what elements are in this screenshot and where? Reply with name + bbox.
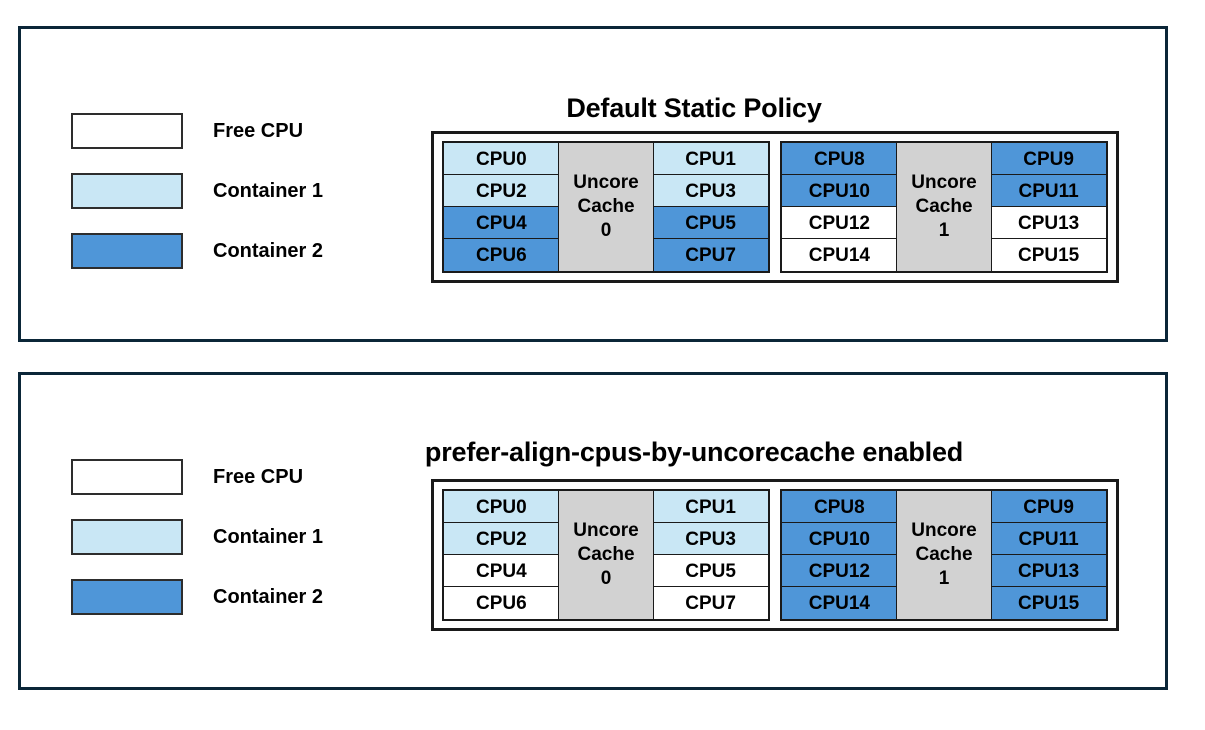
cpu-cell: CPU12 [781,206,898,240]
cpu-cell: CPU3 [652,522,769,556]
legend-label-container-1: Container 1 [213,179,324,202]
legend-label-container-2: Container 2 [213,239,324,262]
legend-swatch-free-cpu [71,459,183,495]
legend-item-container-2: Container 2 [71,231,323,271]
uncore-cache-block: Uncore Cache 0 [558,142,654,272]
cpu-cell: CPU0 [443,490,560,524]
cache-name: Uncore [573,519,639,541]
legend-top: Free CPU Container 1 Container 2 [71,111,323,291]
cpu-cell: CPU11 [990,522,1107,556]
cpu-cell: CPU15 [990,238,1107,272]
cpu-cell: CPU4 [443,206,560,240]
cpu-cell: CPU6 [443,238,560,272]
cpu-cell: CPU1 [652,142,769,176]
legend-item-container-1: Container 1 [71,517,323,557]
cpu-column-right: CPU9 CPU11 CPU13 CPU15 [990,490,1107,620]
cpu-column-right: CPU9 CPU11 CPU13 CPU15 [990,142,1107,272]
legend-swatch-container-2 [71,233,183,269]
panel-default-static-policy: Default Static Policy Free CPU Container… [18,26,1168,342]
cpu-topology-diagram: CPU0 CPU2 CPU4 CPU6 Uncore Cache 0 CPU1 … [431,479,1119,631]
uncore-cache-group-1: CPU8 CPU10 CPU12 CPU14 Uncore Cache 1 CP… [780,489,1108,621]
cpu-cell: CPU9 [990,490,1107,524]
cpu-cell: CPU9 [990,142,1107,176]
uncore-cache-block: Uncore Cache 1 [896,490,992,620]
cpu-cell: CPU13 [990,206,1107,240]
cache-index: 1 [938,568,950,590]
cpu-cell: CPU8 [781,490,898,524]
uncore-cache-group-1: CPU8 CPU10 CPU12 CPU14 Uncore Cache 1 CP… [780,141,1108,273]
cpu-topology-diagram: CPU0 CPU2 CPU4 CPU6 Uncore Cache 0 CPU1 … [431,131,1119,283]
uncore-cache-block: Uncore Cache 0 [558,490,654,620]
cpu-column-left: CPU8 CPU10 CPU12 CPU14 [781,142,898,272]
cache-index: 0 [600,568,612,590]
cpu-column-left: CPU0 CPU2 CPU4 CPU6 [443,490,560,620]
cpu-cell: CPU14 [781,238,898,272]
legend-item-container-1: Container 1 [71,171,323,211]
cpu-cell: CPU14 [781,586,898,620]
cpu-cell: CPU13 [990,554,1107,588]
cpu-cell: CPU12 [781,554,898,588]
page-title: Default Static Policy [566,93,822,124]
cpu-cell: CPU7 [652,586,769,620]
cache-name: Uncore [911,171,977,193]
legend-label-free-cpu: Free CPU [213,119,304,142]
page-title: prefer-align-cpus-by-uncorecache enabled [424,437,964,468]
panel-prefer-align-cpus-by-uncorecache: prefer-align-cpus-by-uncorecache enabled… [18,372,1168,690]
cache-index: 0 [600,220,612,242]
cpu-cell: CPU3 [652,174,769,208]
cache-sub: Cache [577,195,635,217]
cpu-cell: CPU6 [443,586,560,620]
cpu-cell: CPU10 [781,174,898,208]
cpu-cell: CPU10 [781,522,898,556]
legend-swatch-container-2 [71,579,183,615]
cpu-column-right: CPU1 CPU3 CPU5 CPU7 [652,142,769,272]
cache-index: 1 [938,220,950,242]
cpu-cell: CPU1 [652,490,769,524]
cache-name: Uncore [911,519,977,541]
cache-name: Uncore [573,171,639,193]
legend-bottom: Free CPU Container 1 Container 2 [71,457,323,637]
cpu-column-left: CPU8 CPU10 CPU12 CPU14 [781,490,898,620]
cpu-cell: CPU15 [990,586,1107,620]
legend-label-container-2: Container 2 [213,585,324,608]
legend-label-free-cpu: Free CPU [213,465,304,488]
cpu-cell: CPU2 [443,174,560,208]
cache-sub: Cache [577,543,635,565]
cpu-cell: CPU7 [652,238,769,272]
cpu-cell: CPU5 [652,206,769,240]
cpu-cell: CPU5 [652,554,769,588]
uncore-cache-group-0: CPU0 CPU2 CPU4 CPU6 Uncore Cache 0 CPU1 … [442,489,770,621]
legend-swatch-free-cpu [71,113,183,149]
cpu-cell: CPU8 [781,142,898,176]
uncore-cache-group-0: CPU0 CPU2 CPU4 CPU6 Uncore Cache 0 CPU1 … [442,141,770,273]
legend-swatch-container-1 [71,173,183,209]
legend-swatch-container-1 [71,519,183,555]
uncore-cache-block: Uncore Cache 1 [896,142,992,272]
legend-item-free-cpu: Free CPU [71,457,323,497]
cache-sub: Cache [915,543,973,565]
legend-label-container-1: Container 1 [213,525,324,548]
cpu-cell: CPU2 [443,522,560,556]
cpu-cell: CPU4 [443,554,560,588]
cpu-cell: CPU0 [443,142,560,176]
legend-item-container-2: Container 2 [71,577,323,617]
cpu-cell: CPU11 [990,174,1107,208]
cpu-column-right: CPU1 CPU3 CPU5 CPU7 [652,490,769,620]
cpu-column-left: CPU0 CPU2 CPU4 CPU6 [443,142,560,272]
cache-sub: Cache [915,195,973,217]
legend-item-free-cpu: Free CPU [71,111,323,151]
